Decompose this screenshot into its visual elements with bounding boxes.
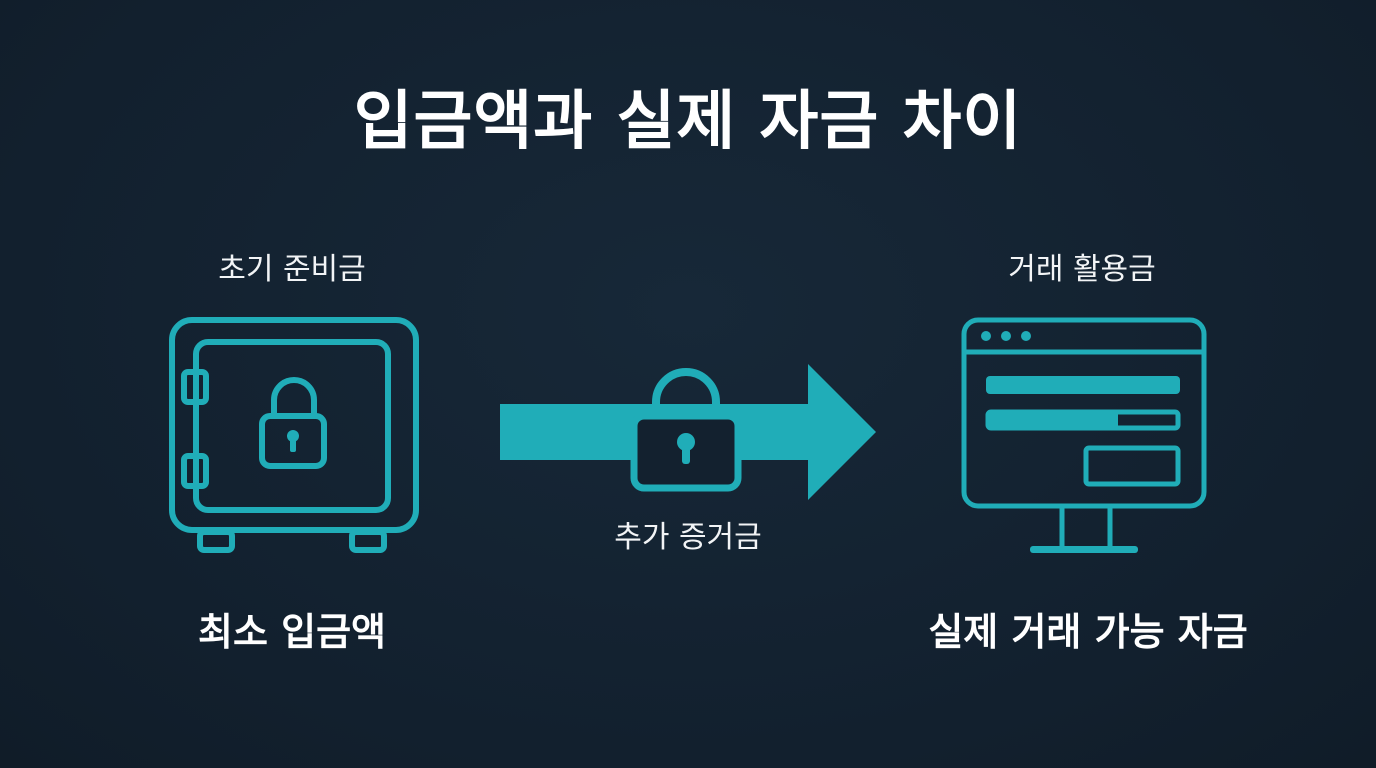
initial-reserve-caption: 초기 준비금 — [218, 252, 366, 287]
actual-trading-funds-label: 실제 거래 가능 자금 — [928, 610, 1248, 654]
arrow-lock-icon — [500, 364, 876, 500]
page-title: 입금액과 실제 자금 차이 — [353, 85, 1023, 159]
trading-funds-caption: 거래 활용금 — [1008, 252, 1156, 287]
minimum-deposit-label: 최소 입금액 — [197, 610, 387, 654]
monitor-dashboard-icon — [961, 317, 1207, 553]
safe-icon — [169, 317, 419, 553]
additional-margin-caption: 추가 증거금 — [614, 520, 762, 555]
